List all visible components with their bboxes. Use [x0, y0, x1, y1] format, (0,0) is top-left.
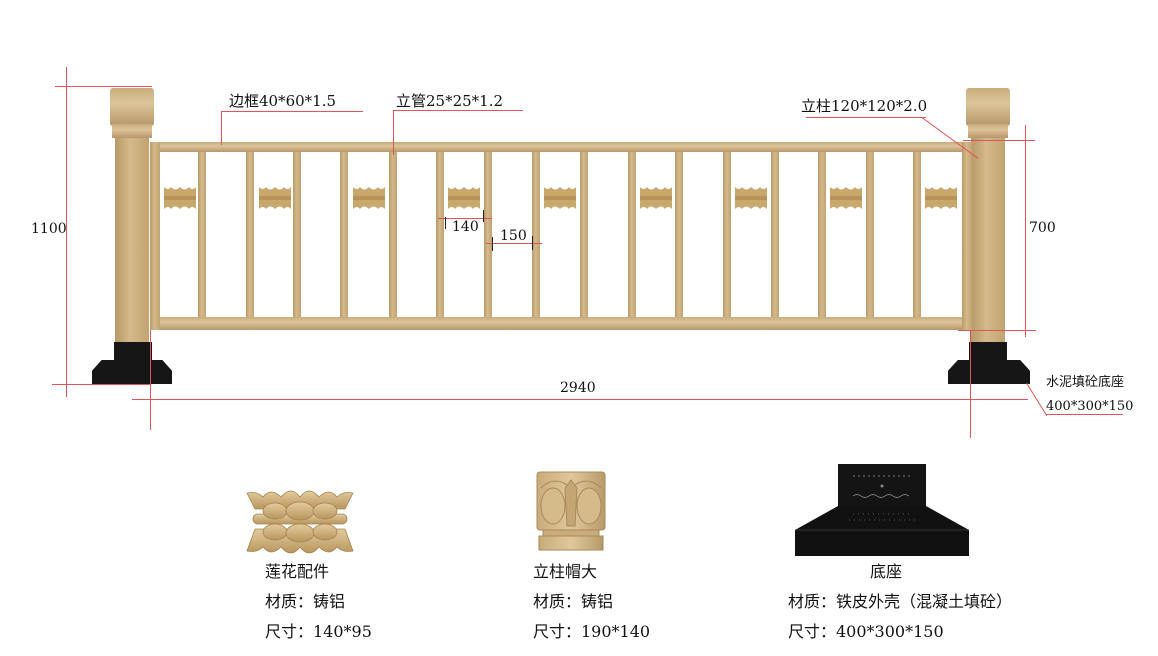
bar — [913, 152, 921, 317]
tube-leader-h — [393, 110, 523, 111]
lotus-ornament — [828, 185, 864, 211]
left-post-collar — [112, 124, 152, 138]
part-base-material: 材质：铁皮外壳（混凝土填砼） — [788, 592, 1013, 611]
base-name-label: 水泥填砼底座 — [1046, 375, 1125, 390]
lotus-ornament — [922, 185, 960, 211]
left-base-top — [114, 342, 152, 362]
right-base-top — [969, 342, 1007, 362]
dim-2940-horizontal — [132, 399, 1028, 400]
right-base-bottom — [948, 360, 1030, 384]
dim-700-vertical — [1025, 125, 1026, 337]
dim-140-tick-left — [445, 217, 446, 229]
dim-700-bottom-tick — [958, 330, 1036, 331]
dim-1100-bottom-tick — [52, 384, 150, 385]
part-lotus-name: 莲花配件 — [265, 562, 330, 581]
frame-leader-h — [221, 111, 363, 112]
bar — [818, 152, 826, 317]
bar — [866, 152, 874, 317]
bar — [580, 152, 588, 317]
frame-spec-label: 边框40*60*1.5 — [229, 92, 337, 110]
dim-150-tick-right — [532, 236, 533, 250]
dim-700-top-tick — [963, 140, 1035, 141]
dim-2940-right-tick — [970, 330, 971, 438]
bar — [246, 152, 254, 317]
base-size-label: 400*300*150 — [1046, 399, 1134, 414]
lotus-ornament — [257, 185, 293, 211]
lotus-ornament — [638, 185, 674, 211]
bar — [771, 152, 779, 317]
right-post-cap — [966, 88, 1010, 126]
lotus-ornament — [351, 185, 387, 211]
dim-150-line — [486, 243, 542, 244]
lotus-ornament — [446, 185, 482, 211]
part-base-name: 底座 — [870, 562, 903, 581]
tube-spec-label: 立管25*25*1.2 — [396, 92, 504, 110]
right-post-collar — [968, 124, 1008, 138]
part-base-image — [793, 462, 971, 558]
lotus-ornament — [542, 185, 578, 211]
lotus-ornament — [733, 185, 769, 211]
bar-gap-label: 150 — [500, 228, 527, 244]
bottom-rail — [150, 317, 972, 330]
dim-1100-vertical — [66, 67, 67, 397]
dim-1100-top-tick — [55, 86, 152, 87]
fence-drawing: 边框40*60*1.5 立管25*25*1.2 立柱120*120*2.0 11… — [31, 67, 1134, 438]
part-lotus-material: 材质：铸铝 — [265, 592, 346, 611]
bar — [436, 152, 444, 317]
left-post — [115, 138, 149, 344]
post-spec-label: 立柱120*120*2.0 — [801, 97, 928, 115]
bar — [389, 152, 397, 317]
part-lotus-size: 尺寸：140*95 — [265, 622, 372, 641]
height-700-label: 700 — [1029, 220, 1056, 236]
dim-140-tick-right — [483, 210, 484, 222]
frame-left — [150, 142, 160, 330]
frame-leader-v — [221, 111, 222, 145]
left-base-bottom — [92, 360, 172, 384]
base-leader-h — [1046, 414, 1123, 415]
dim-140-line — [438, 218, 492, 219]
part-base-size: 尺寸：400*300*150 — [788, 622, 944, 641]
dim-150-tick-left — [492, 237, 493, 251]
frame-right — [962, 142, 972, 330]
part-post-cap-image — [535, 470, 607, 552]
bar — [675, 152, 683, 317]
part-post-cap-material: 材质：铸铝 — [533, 592, 614, 611]
bar — [198, 152, 206, 317]
right-post — [971, 138, 1005, 344]
bar — [628, 152, 636, 317]
parts-section: 莲花配件 材质：铸铝 尺寸：140*95 立柱帽大 材质：铸铝 尺寸：190*1… — [0, 450, 1158, 656]
part-lotus-image — [245, 487, 355, 557]
bar — [723, 152, 731, 317]
bar — [293, 152, 301, 317]
bar — [340, 152, 348, 317]
bar — [484, 152, 492, 317]
part-post-cap-name: 立柱帽大 — [533, 562, 598, 581]
dim-2940-left-tick — [150, 330, 151, 430]
lotus-ornament — [162, 185, 198, 211]
left-post-cap — [110, 88, 154, 126]
ornament-width-label: 140 — [452, 219, 479, 235]
tube-leader-v — [393, 110, 394, 155]
top-rail — [150, 142, 972, 152]
bar — [532, 152, 540, 317]
length-2940-label: 2940 — [560, 380, 596, 396]
post-leader-h — [806, 117, 926, 118]
part-post-cap-size: 尺寸：190*140 — [533, 622, 651, 641]
height-1100-label: 1100 — [31, 221, 67, 237]
base-leader-diag — [1026, 383, 1048, 416]
